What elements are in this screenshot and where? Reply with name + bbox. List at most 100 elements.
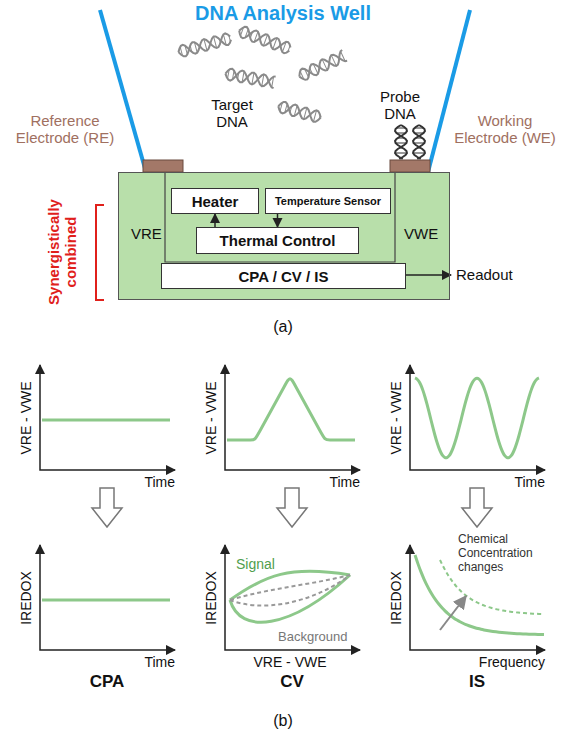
dna-rung: [254, 32, 258, 42]
axis-label: VRE - VWE: [203, 381, 219, 454]
signal-arrow: [277, 214, 279, 227]
dna-rung: [219, 39, 221, 42]
electrode-label: Reference Electrode (RE): [8, 112, 123, 147]
dna-helix: [237, 25, 292, 55]
dna-rung: [395, 153, 407, 154]
dna-rung: [228, 70, 230, 79]
trace-label: Background: [278, 630, 347, 645]
dna-rung: [319, 65, 320, 68]
dna-rung: [285, 104, 287, 113]
dna-helix: [277, 100, 323, 123]
dna-rung: [229, 35, 231, 41]
dna-rung: [245, 29, 248, 38]
dna-rung: [238, 73, 239, 79]
dna-strand: [177, 32, 232, 57]
axis-label: IREDOX: [388, 571, 404, 625]
dna-strand: [177, 32, 232, 57]
dna-rung: [416, 138, 422, 139]
voltage-label: VWE: [404, 225, 438, 242]
voltage-label: VRE: [131, 225, 162, 242]
dna-strand: [413, 125, 425, 159]
block-label: Heater: [192, 193, 239, 210]
axis-label: VRE - VWE: [253, 654, 326, 670]
dna-helix: [177, 32, 232, 57]
dna-helix: [297, 50, 347, 82]
plot-axes: [410, 365, 545, 470]
background-trace: [230, 575, 350, 606]
dna-rung: [300, 71, 304, 79]
dna-rung: [396, 133, 405, 134]
dna-rung: [247, 76, 249, 79]
step-arrow: [92, 488, 122, 527]
dna-rung: [180, 47, 182, 56]
dna-rung: [250, 32, 252, 38]
dna-rung: [200, 45, 202, 48]
dna-rung: [194, 42, 197, 53]
dna-rung: [313, 64, 318, 74]
signal-trace: [227, 379, 355, 440]
signal-arrow: [214, 214, 216, 227]
trace-label: Signal: [236, 556, 275, 572]
method-name: CV: [280, 672, 304, 692]
axis-label: VRE - VWE: [18, 381, 34, 454]
dna-rung: [263, 35, 267, 46]
well-title: DNA Analysis Well: [195, 2, 371, 25]
dna-helix: [395, 125, 407, 159]
dna-rung: [338, 57, 339, 60]
axis-label: Time: [329, 474, 360, 490]
dna-rung: [399, 148, 402, 149]
axis-label: VRE - VWE: [388, 381, 404, 454]
function-block: Temperature Sensor: [265, 188, 391, 214]
dna-rung: [262, 74, 264, 86]
dna-rung: [232, 71, 234, 80]
dna-rung: [273, 38, 277, 49]
dna-rung: [398, 138, 404, 139]
plot-axes: [40, 365, 175, 470]
dna-rung: [414, 133, 423, 134]
dna-rung: [396, 143, 407, 144]
dna-rung: [413, 153, 425, 154]
dna-strand: [297, 50, 347, 82]
dna-strand: [277, 100, 323, 123]
dna-rung: [272, 77, 274, 88]
plot-axes: [225, 365, 360, 470]
plot-axes: [40, 545, 175, 650]
chip-fill: [118, 172, 450, 300]
dna-rung: [267, 79, 269, 82]
dna-rung: [417, 148, 420, 149]
dna-rung: [305, 69, 309, 77]
dna-rung: [252, 73, 254, 85]
dna-rung: [304, 108, 307, 119]
dna-strand: [224, 68, 275, 88]
axis-label: Time: [144, 654, 175, 670]
electrode-label: Working Electrode (WE): [450, 112, 560, 147]
dna-rung: [260, 37, 261, 40]
dna-rung: [185, 46, 187, 55]
panel-label: (b): [273, 712, 293, 730]
dna-label: Probe DNA: [372, 88, 428, 123]
dna-label: Target DNA: [202, 96, 262, 131]
dna-strand: [395, 125, 407, 159]
dna-strand: [237, 25, 292, 55]
electrode-pad: [143, 160, 183, 172]
dna-rung: [414, 128, 423, 129]
readout-arrow: [405, 274, 451, 276]
dna-rung: [190, 46, 192, 52]
output-label: Readout: [456, 266, 513, 283]
dna-rung: [290, 106, 292, 112]
function-block: Thermal Control: [196, 227, 359, 254]
dna-rung: [331, 55, 336, 66]
well-wall: [100, 10, 146, 172]
function-block: CPA / CV / IS: [161, 263, 406, 289]
dna-helix: [224, 68, 275, 88]
signal-trace: [415, 378, 539, 458]
step-arrow: [462, 488, 492, 527]
dna-strand: [297, 50, 347, 82]
dna-rung: [300, 110, 302, 113]
axis-label: Frequency: [479, 654, 545, 670]
dna-rung: [310, 68, 313, 74]
axis-label: IREDOX: [203, 571, 219, 625]
trend-label: Chemical Concentration changes: [458, 533, 548, 574]
dna-rung: [319, 116, 321, 119]
block-label: Temperature Sensor: [275, 195, 381, 207]
